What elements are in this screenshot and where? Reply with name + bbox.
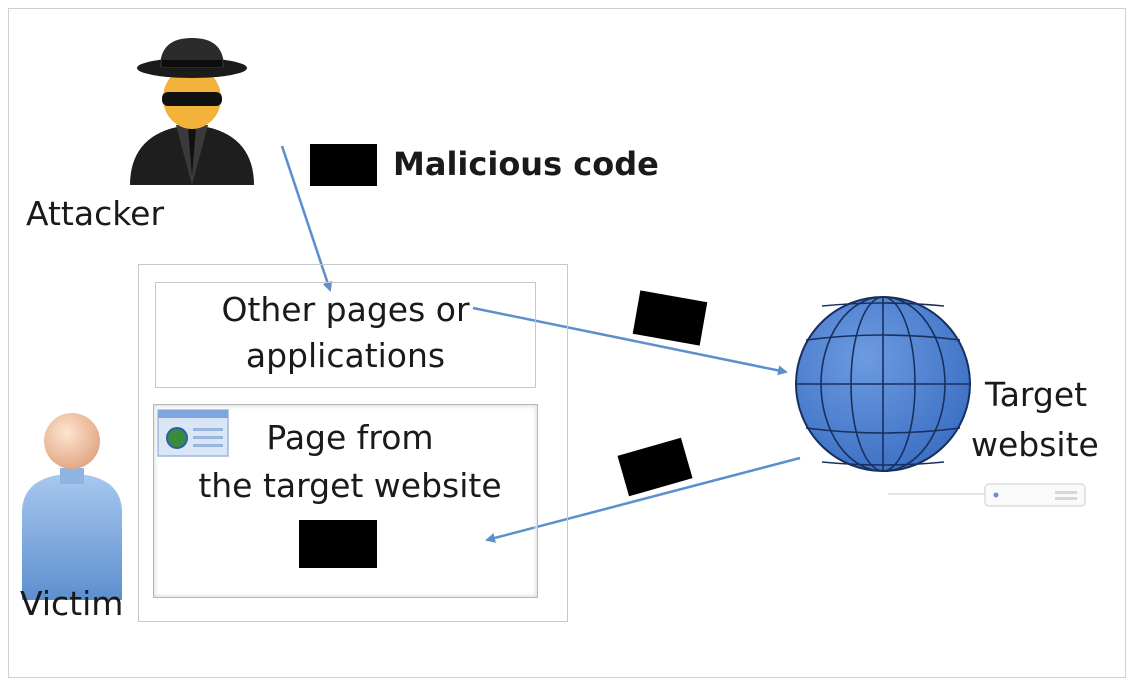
globe-icon xyxy=(795,296,971,472)
other-pages-box: Other pages or applications xyxy=(155,282,536,388)
legend-swatch xyxy=(310,144,377,186)
target-page-box xyxy=(153,404,538,598)
server-icon xyxy=(888,483,1086,507)
person-icon xyxy=(22,413,122,600)
victim-label: Victim xyxy=(20,584,124,623)
arrow-attacker-to-other xyxy=(280,145,333,292)
target-label-line1: Target xyxy=(985,375,1088,414)
legend-label: Malicious code xyxy=(393,145,659,183)
arrow-other-to-target xyxy=(472,306,788,376)
other-pages-line1: Other pages or xyxy=(221,290,470,329)
target-page-text: Page from the target website xyxy=(180,414,520,510)
browser-window-icon xyxy=(157,409,229,457)
arrow-target-to-page xyxy=(485,456,801,543)
target-label-line2: website xyxy=(971,425,1099,464)
attacker-label: Attacker xyxy=(26,194,165,233)
code-block-in-page xyxy=(299,520,377,568)
code-block-to-victim xyxy=(617,437,693,497)
spy-icon xyxy=(130,38,254,185)
target-page-line2: the target website xyxy=(198,466,502,505)
victim-browser-container xyxy=(138,264,568,622)
code-block-to-target xyxy=(632,290,708,346)
other-pages-line2: applications xyxy=(245,336,446,375)
target-page-line1: Page from xyxy=(266,418,434,457)
